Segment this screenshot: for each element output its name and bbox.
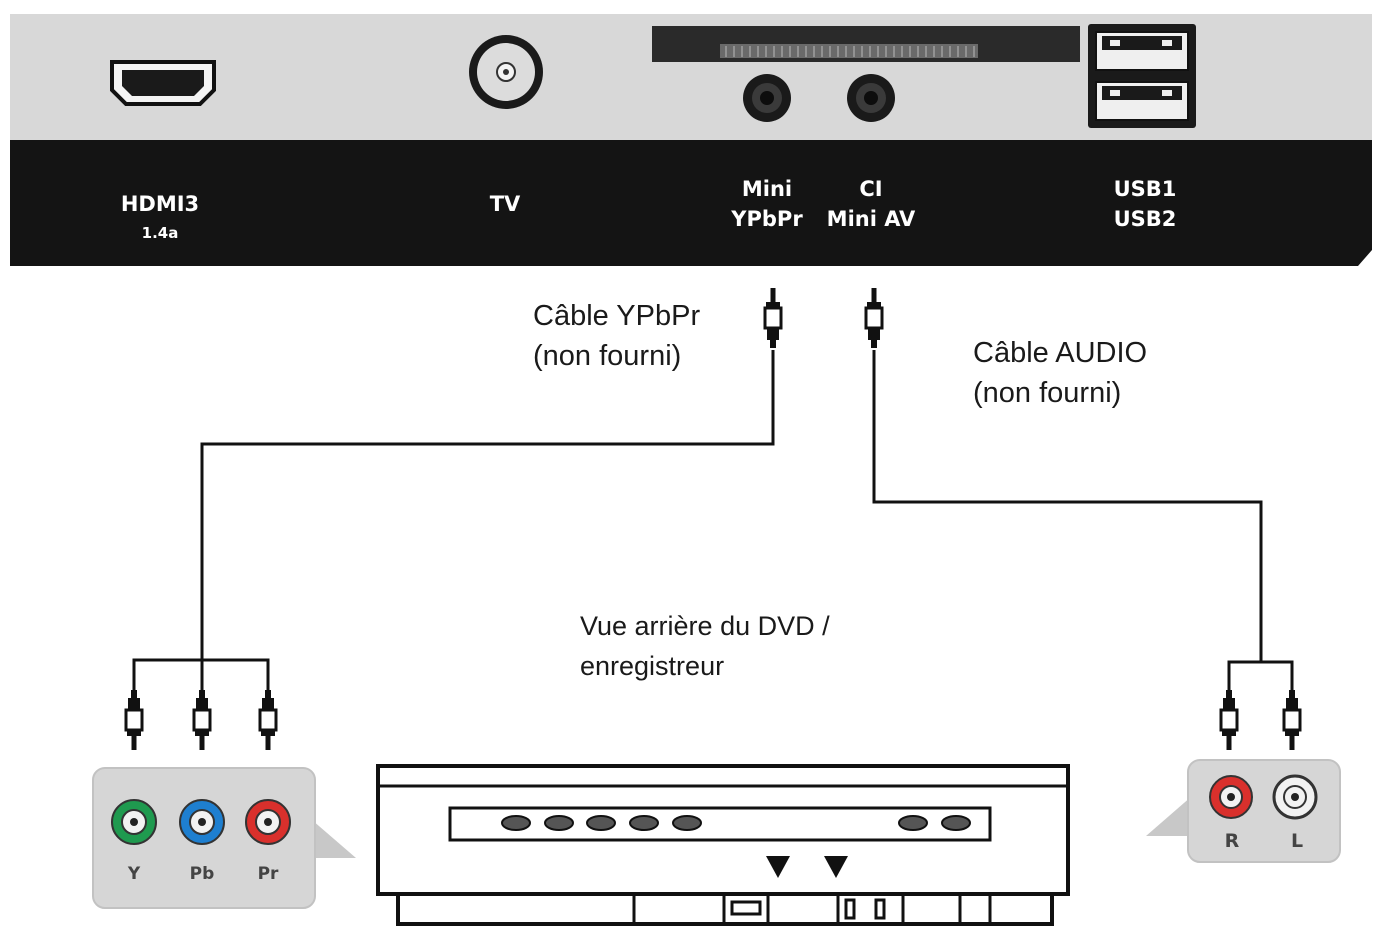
component-jack-panel: Y Pb Pr <box>92 767 356 909</box>
usb1-label: USB1 <box>1114 177 1177 201</box>
panel-label-bar <box>10 140 1372 266</box>
hdmi-port-icon <box>110 60 216 106</box>
ypbpr-cable-note: (non fourni) <box>533 340 681 372</box>
pr-jack-icon <box>245 799 291 845</box>
y-jack-icon <box>111 799 157 845</box>
l-plug-icon <box>1282 688 1302 752</box>
dvd-caption-line2: enregistreur <box>580 651 724 681</box>
pb-jack-icon <box>179 799 225 845</box>
y-plug-icon <box>124 688 144 752</box>
ci-slot-icon <box>652 26 1080 62</box>
antenna-port-icon <box>469 35 543 109</box>
pb-plug-icon <box>192 688 212 752</box>
pr-jack-label: Pr <box>258 864 279 884</box>
r-jack-icon <box>1209 775 1253 819</box>
audio-jack-panel: R L <box>1146 759 1341 863</box>
l-jack-icon <box>1272 774 1318 820</box>
audio-cable <box>872 350 1294 690</box>
audio-cable-note: (non fourni) <box>973 377 1121 409</box>
r-plug-icon <box>1219 688 1239 752</box>
ci-label: CI <box>859 177 882 201</box>
hdmi-label: HDMI3 <box>121 192 199 216</box>
ypbpr-cable <box>132 350 775 690</box>
ypbpr-cable-plug-icon <box>763 286 783 350</box>
audio-cable-title: Câble AUDIO <box>973 337 1147 369</box>
pb-jack-label: Pb <box>190 864 215 884</box>
r-jack-label: R <box>1225 830 1240 852</box>
ypbpr-cable-title: Câble YPbPr <box>533 300 700 332</box>
mini-ypbpr-jack-icon <box>743 74 791 122</box>
hdmi-version-label: 1.4a <box>142 224 179 242</box>
audio-cable-plug-icon <box>864 286 884 350</box>
usb2-label: USB2 <box>1114 207 1177 231</box>
dvd-recorder-icon <box>376 764 1070 926</box>
mini-av-jack-icon <box>847 74 895 122</box>
pr-plug-icon <box>258 688 278 752</box>
usb-ports-icon <box>1088 24 1196 128</box>
dvd-caption-line1: Vue arrière du DVD / <box>580 611 830 641</box>
ypbpr-label: YPbPr <box>730 207 803 231</box>
l-jack-label: L <box>1291 830 1303 852</box>
tv-label: TV <box>490 192 521 216</box>
y-jack-label: Y <box>127 864 141 884</box>
mini-av-label: Mini AV <box>827 207 916 231</box>
tv-rear-panel: HDMI3 1.4a TV Mini YPbPr CI Mini AV USB1… <box>10 14 1372 266</box>
mini-label: Mini <box>742 177 792 201</box>
